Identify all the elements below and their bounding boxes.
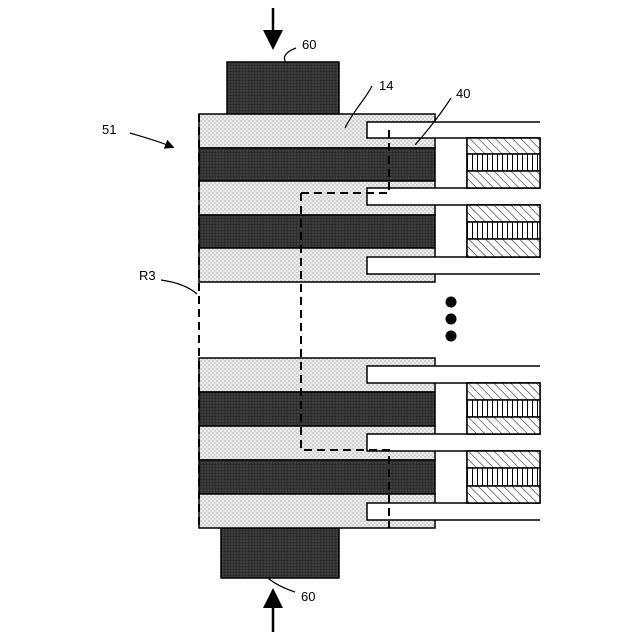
dark-layer [199, 215, 435, 248]
label-60-top: 60 [302, 37, 316, 52]
label-R3: R3 [139, 268, 156, 283]
label-40: 40 [456, 86, 470, 101]
continuation-dots [446, 297, 457, 342]
label-14: 14 [379, 78, 393, 93]
top-pressure-plate [227, 62, 339, 114]
label-51: 51 [102, 122, 116, 137]
label-60-bottom: 60 [301, 589, 315, 604]
dark-layer [199, 392, 435, 426]
dark-layer [199, 460, 435, 494]
dark-layer [199, 148, 435, 181]
bottom-pressure-plate [221, 528, 339, 578]
